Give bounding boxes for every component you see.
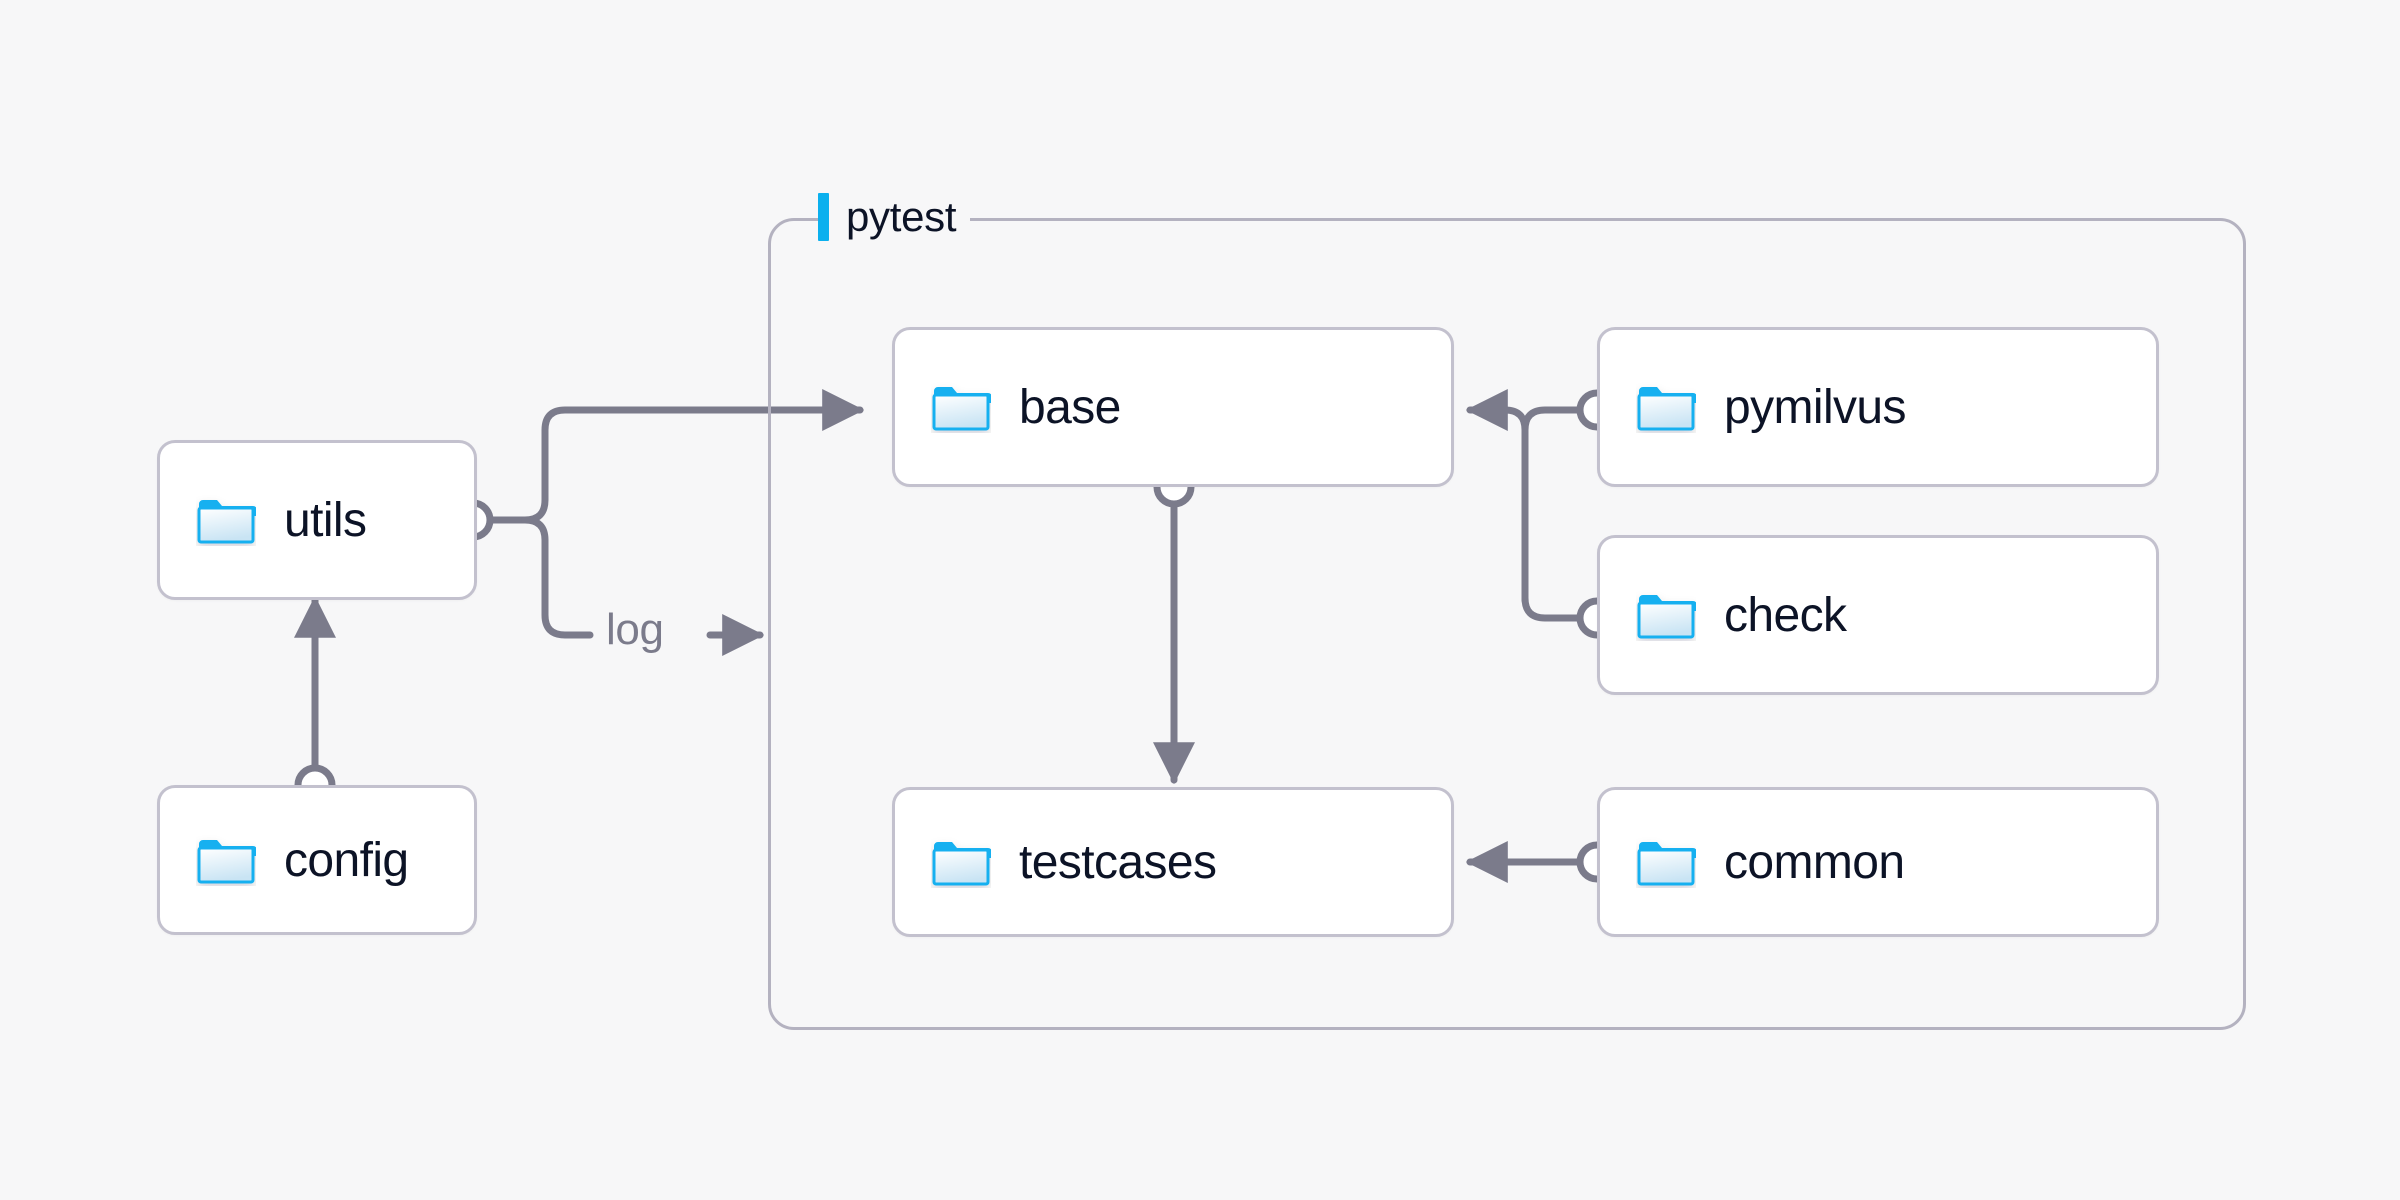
node-check[interactable]: check <box>1597 535 2159 695</box>
group-pytest <box>768 218 2246 1030</box>
node-base[interactable]: base <box>892 327 1454 487</box>
node-pymilvus-label: pymilvus <box>1724 380 1907 434</box>
node-utils[interactable]: utils <box>157 440 477 600</box>
node-check-label: check <box>1724 588 1847 642</box>
group-title-text: pytest <box>846 193 957 240</box>
folder-icon <box>932 842 991 886</box>
node-base-label: base <box>1019 380 1121 434</box>
folder-icon <box>197 840 256 884</box>
node-testcases[interactable]: testcases <box>892 787 1454 937</box>
group-pytest-label: pytest <box>818 190 971 244</box>
folder-icon <box>1637 387 1696 431</box>
folder-icon <box>932 387 991 431</box>
edge-label-log: log <box>596 605 674 655</box>
node-utils-label: utils <box>284 493 367 547</box>
node-config[interactable]: config <box>157 785 477 935</box>
node-pymilvus[interactable]: pymilvus <box>1597 327 2159 487</box>
node-common-label: common <box>1724 835 1905 889</box>
folder-icon <box>197 500 256 544</box>
folder-icon <box>1637 842 1696 886</box>
group-accent-bar <box>818 193 829 241</box>
node-testcases-label: testcases <box>1019 835 1217 889</box>
edge-utils-to-log <box>521 516 594 639</box>
node-common[interactable]: common <box>1597 787 2159 937</box>
folder-icon <box>1637 595 1696 639</box>
node-config-label: config <box>284 833 409 887</box>
